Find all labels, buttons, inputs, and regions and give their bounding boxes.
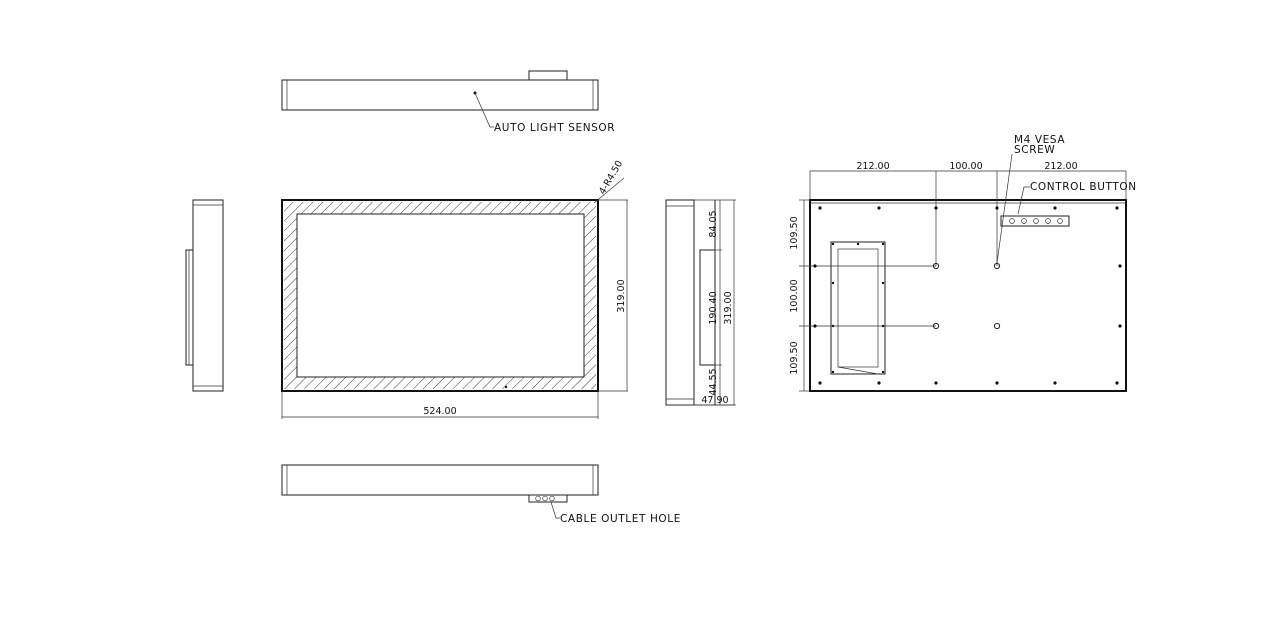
cable-outlet-hole-label: CABLE OUTLET HOLE xyxy=(560,513,681,525)
left-side-view xyxy=(185,199,224,392)
cable-hole xyxy=(549,495,555,502)
top-view: AUTO LIGHT SENSOR xyxy=(281,70,615,134)
vesa-screw-hole xyxy=(993,322,1001,330)
control-button xyxy=(1057,218,1063,224)
rear-left-dim: 212.00 xyxy=(856,161,889,172)
control-button xyxy=(1021,218,1027,224)
rear-v-middle-dim: 100.00 xyxy=(789,279,800,312)
rear-center-dim: 100.00 xyxy=(949,161,982,172)
perimeter-screws xyxy=(813,206,1122,385)
side-height-dim: 319.00 xyxy=(723,291,734,324)
side-middle-dim: 190.40 xyxy=(708,291,719,324)
rear-v-bottom-dim: 109.50 xyxy=(789,341,800,374)
front-width-dim: 524.00 xyxy=(423,406,456,417)
vesa-screw-hole xyxy=(993,262,1001,270)
side-top-dim: 84.05 xyxy=(708,210,719,237)
cable-hole xyxy=(535,495,541,502)
control-button xyxy=(1045,218,1051,224)
rear-v-top-dim: 109.50 xyxy=(789,216,800,249)
side-bottom-dim: 44.55 xyxy=(708,368,719,395)
cable-outlet-leader xyxy=(550,501,560,519)
rear-view: 212.00 100.00 212.00 109.50 100.00 109.5… xyxy=(789,134,1137,392)
control-button xyxy=(1033,218,1039,224)
control-button-label: CONTROL BUTTON xyxy=(1030,181,1137,193)
right-side-view: 84.05 190.40 44.55 319.00 47.90 xyxy=(665,199,736,406)
m4-vesa-label: M4 VESA xyxy=(1014,134,1065,146)
vesa-screw-hole xyxy=(932,262,940,270)
m4-vesa-screw-label: SCREW xyxy=(1014,144,1055,156)
m4-vesa-leader xyxy=(996,153,1013,264)
display-area xyxy=(296,213,585,378)
control-button-leader xyxy=(1017,186,1030,215)
bottom-view: CABLE OUTLET HOLE xyxy=(281,464,681,525)
side-depth-dim: 47.90 xyxy=(701,395,728,406)
auto-light-sensor-label: AUTO LIGHT SENSOR xyxy=(494,122,615,134)
front-height-dim: 319.00 xyxy=(616,279,627,312)
control-button xyxy=(1009,218,1015,224)
front-view: 4-R4.50 319.00 524.00 xyxy=(281,159,628,419)
vesa-screw-hole xyxy=(932,322,940,330)
control-button-strip xyxy=(1000,215,1070,227)
corner-radius-leader xyxy=(593,177,625,204)
auto-light-sensor-leader xyxy=(474,92,494,128)
corner-radius-label: 4-R4.50 xyxy=(597,159,625,197)
rear-right-dim: 212.00 xyxy=(1044,161,1077,172)
cable-hole xyxy=(542,495,548,502)
interface-bracket xyxy=(830,241,886,375)
